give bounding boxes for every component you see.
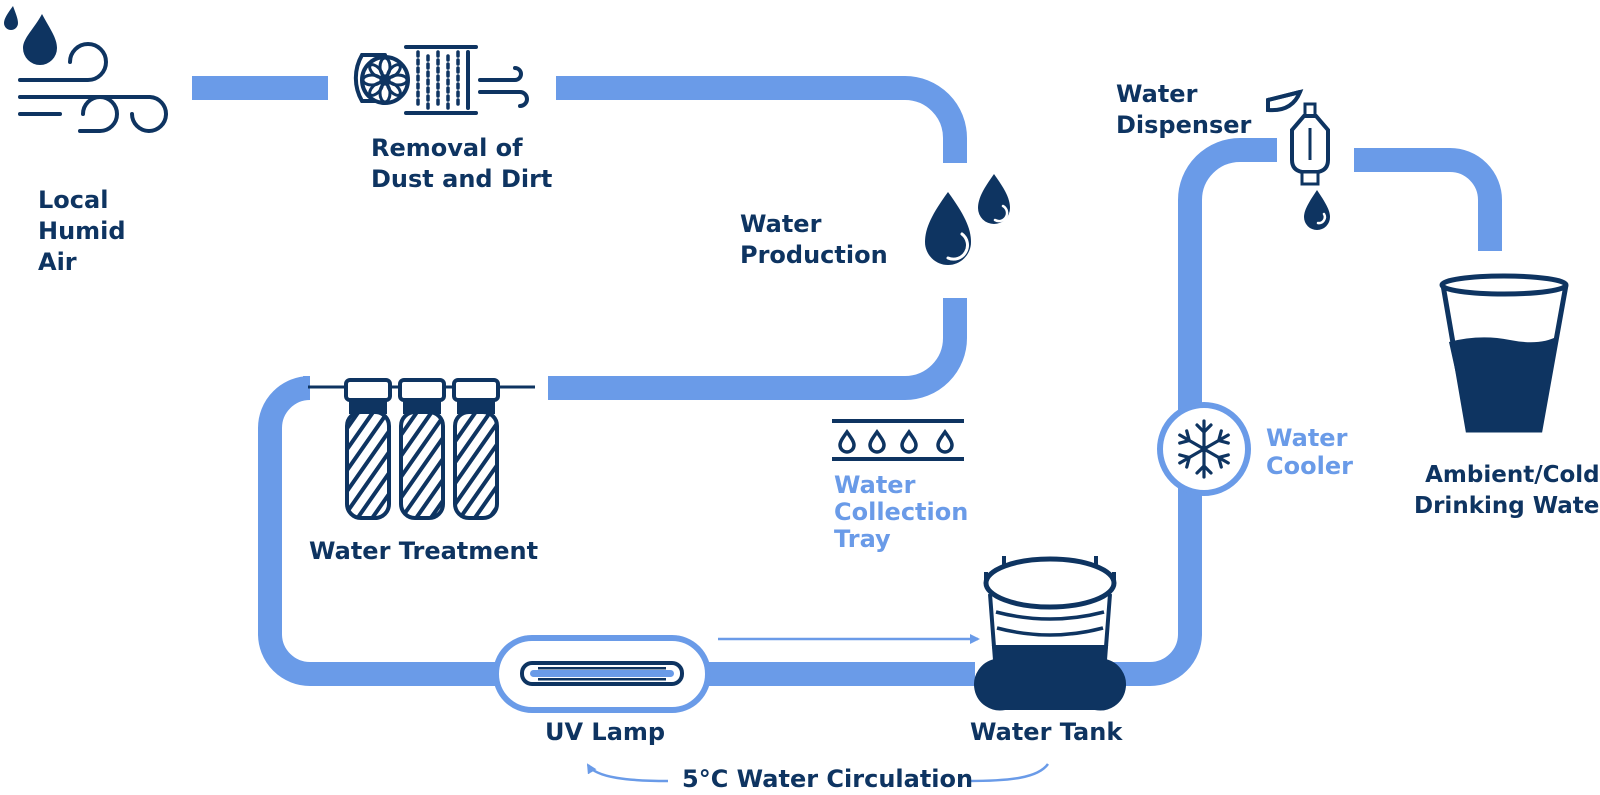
uv-lamp-label: UV Lamp — [545, 718, 666, 746]
water-treatment-label: Water Treatment — [309, 537, 539, 565]
water-tank-label: Water Tank — [970, 718, 1123, 746]
humid-air-icon — [4, 6, 168, 133]
air-filter-fan-icon — [353, 45, 529, 115]
triple-filter-icon — [308, 378, 535, 520]
circulation-arrow-line-right — [967, 763, 1050, 783]
dispenser-tap-icon — [1266, 89, 1330, 230]
collection-tray-label: Water Collection Tray — [834, 471, 969, 553]
snowflake-icon — [1157, 402, 1251, 496]
water-cooler-label: Water Cooler — [1266, 424, 1353, 480]
collection-tray-icon — [832, 419, 964, 461]
pipe-network — [192, 76, 1502, 686]
pipe-treatment-to-uv — [258, 376, 496, 686]
pipe-tank-to-dispenser — [1112, 138, 1277, 686]
pipe-filter-to-production — [556, 76, 967, 163]
water-production-label: Water Production — [740, 210, 888, 269]
water-tank-icon — [974, 556, 1126, 711]
drinking-glass-icon — [1439, 273, 1569, 433]
water-dispenser-label: Water Dispenser — [1116, 80, 1252, 139]
removal-dust-dirt-label: Removal of Dust and Dirt — [371, 134, 553, 193]
uv-lamp-icon — [493, 635, 711, 713]
local-humid-air-label: Local Humid Air — [38, 186, 126, 276]
circulation-arrow-left — [586, 763, 669, 783]
circulation-label: 5°C Water Circulation — [682, 765, 974, 793]
pipe-production-to-treatment — [548, 298, 967, 400]
drinking-water-label: Ambient/Cold Drinking Water — [1414, 462, 1600, 519]
pipe-dispenser-to-glass — [1354, 148, 1502, 251]
water-drops-icon — [925, 174, 1010, 265]
